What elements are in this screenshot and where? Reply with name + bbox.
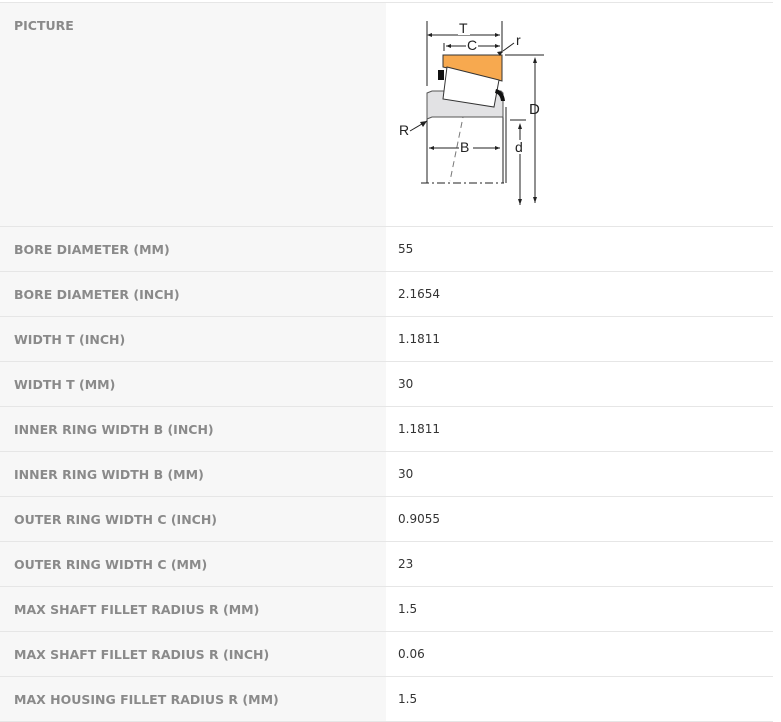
row-value: 0.06 bbox=[386, 631, 773, 677]
table-row: OUTER RING WIDTH C (INCH)0.9055 bbox=[0, 496, 773, 542]
table-row: BORE DIAMETER (INCH)2.1654 bbox=[0, 271, 773, 317]
table-row: BORE DIAMETER (MM)55 bbox=[0, 226, 773, 272]
tapered-roller-bearing-diagram: T C r D R B d bbox=[399, 20, 544, 205]
row-label: OUTER RING WIDTH C (MM) bbox=[0, 541, 386, 587]
row-label: MAX HOUSING FILLET RADIUS R (MM) bbox=[0, 676, 386, 722]
table-row-picture: PICTURE T C r D R B d bbox=[0, 2, 773, 227]
row-label: INNER RING WIDTH B (INCH) bbox=[0, 406, 386, 452]
row-label: PICTURE bbox=[0, 2, 386, 227]
label-d: d bbox=[515, 139, 523, 155]
table-row: WIDTH T (MM)30 bbox=[0, 361, 773, 407]
row-value: 1.1811 bbox=[386, 316, 773, 362]
table-row: INNER RING WIDTH B (MM)30 bbox=[0, 451, 773, 497]
row-value: 1.5 bbox=[386, 586, 773, 632]
label-r: r bbox=[516, 32, 521, 48]
label-D: D bbox=[529, 101, 540, 118]
label-C: C bbox=[467, 37, 477, 53]
table-row: OUTER RING WIDTH C (MM)23 bbox=[0, 541, 773, 587]
row-label: WIDTH T (INCH) bbox=[0, 316, 386, 362]
label-R: R bbox=[399, 122, 409, 138]
row-value: 23 bbox=[386, 541, 773, 587]
row-value: 1.1811 bbox=[386, 406, 773, 452]
table-row: WIDTH T (INCH)1.1811 bbox=[0, 316, 773, 362]
row-value: 30 bbox=[386, 451, 773, 497]
bearing-diagram-cell: T C r D R B d bbox=[386, 2, 773, 227]
row-label: INNER RING WIDTH B (MM) bbox=[0, 451, 386, 497]
row-value: 55 bbox=[386, 226, 773, 272]
row-value: 30 bbox=[386, 361, 773, 407]
table-row: MAX SHAFT FILLET RADIUS R (INCH)0.06 bbox=[0, 631, 773, 677]
row-label: MAX SHAFT FILLET RADIUS R (INCH) bbox=[0, 631, 386, 677]
label-B: B bbox=[460, 139, 469, 155]
table-row: INNER RING WIDTH B (INCH)1.1811 bbox=[0, 406, 773, 452]
row-label: OUTER RING WIDTH C (INCH) bbox=[0, 496, 386, 542]
row-label: WIDTH T (MM) bbox=[0, 361, 386, 407]
row-label: BORE DIAMETER (MM) bbox=[0, 226, 386, 272]
row-label: MAX SHAFT FILLET RADIUS R (MM) bbox=[0, 586, 386, 632]
row-label: BORE DIAMETER (INCH) bbox=[0, 271, 386, 317]
label-T: T bbox=[459, 20, 468, 36]
row-value: 0.9055 bbox=[386, 496, 773, 542]
table-row: MAX HOUSING FILLET RADIUS R (MM)1.5 bbox=[0, 676, 773, 722]
row-value: 2.1654 bbox=[386, 271, 773, 317]
table-row: MAX SHAFT FILLET RADIUS R (MM)1.5 bbox=[0, 586, 773, 632]
row-value: 1.5 bbox=[386, 676, 773, 722]
